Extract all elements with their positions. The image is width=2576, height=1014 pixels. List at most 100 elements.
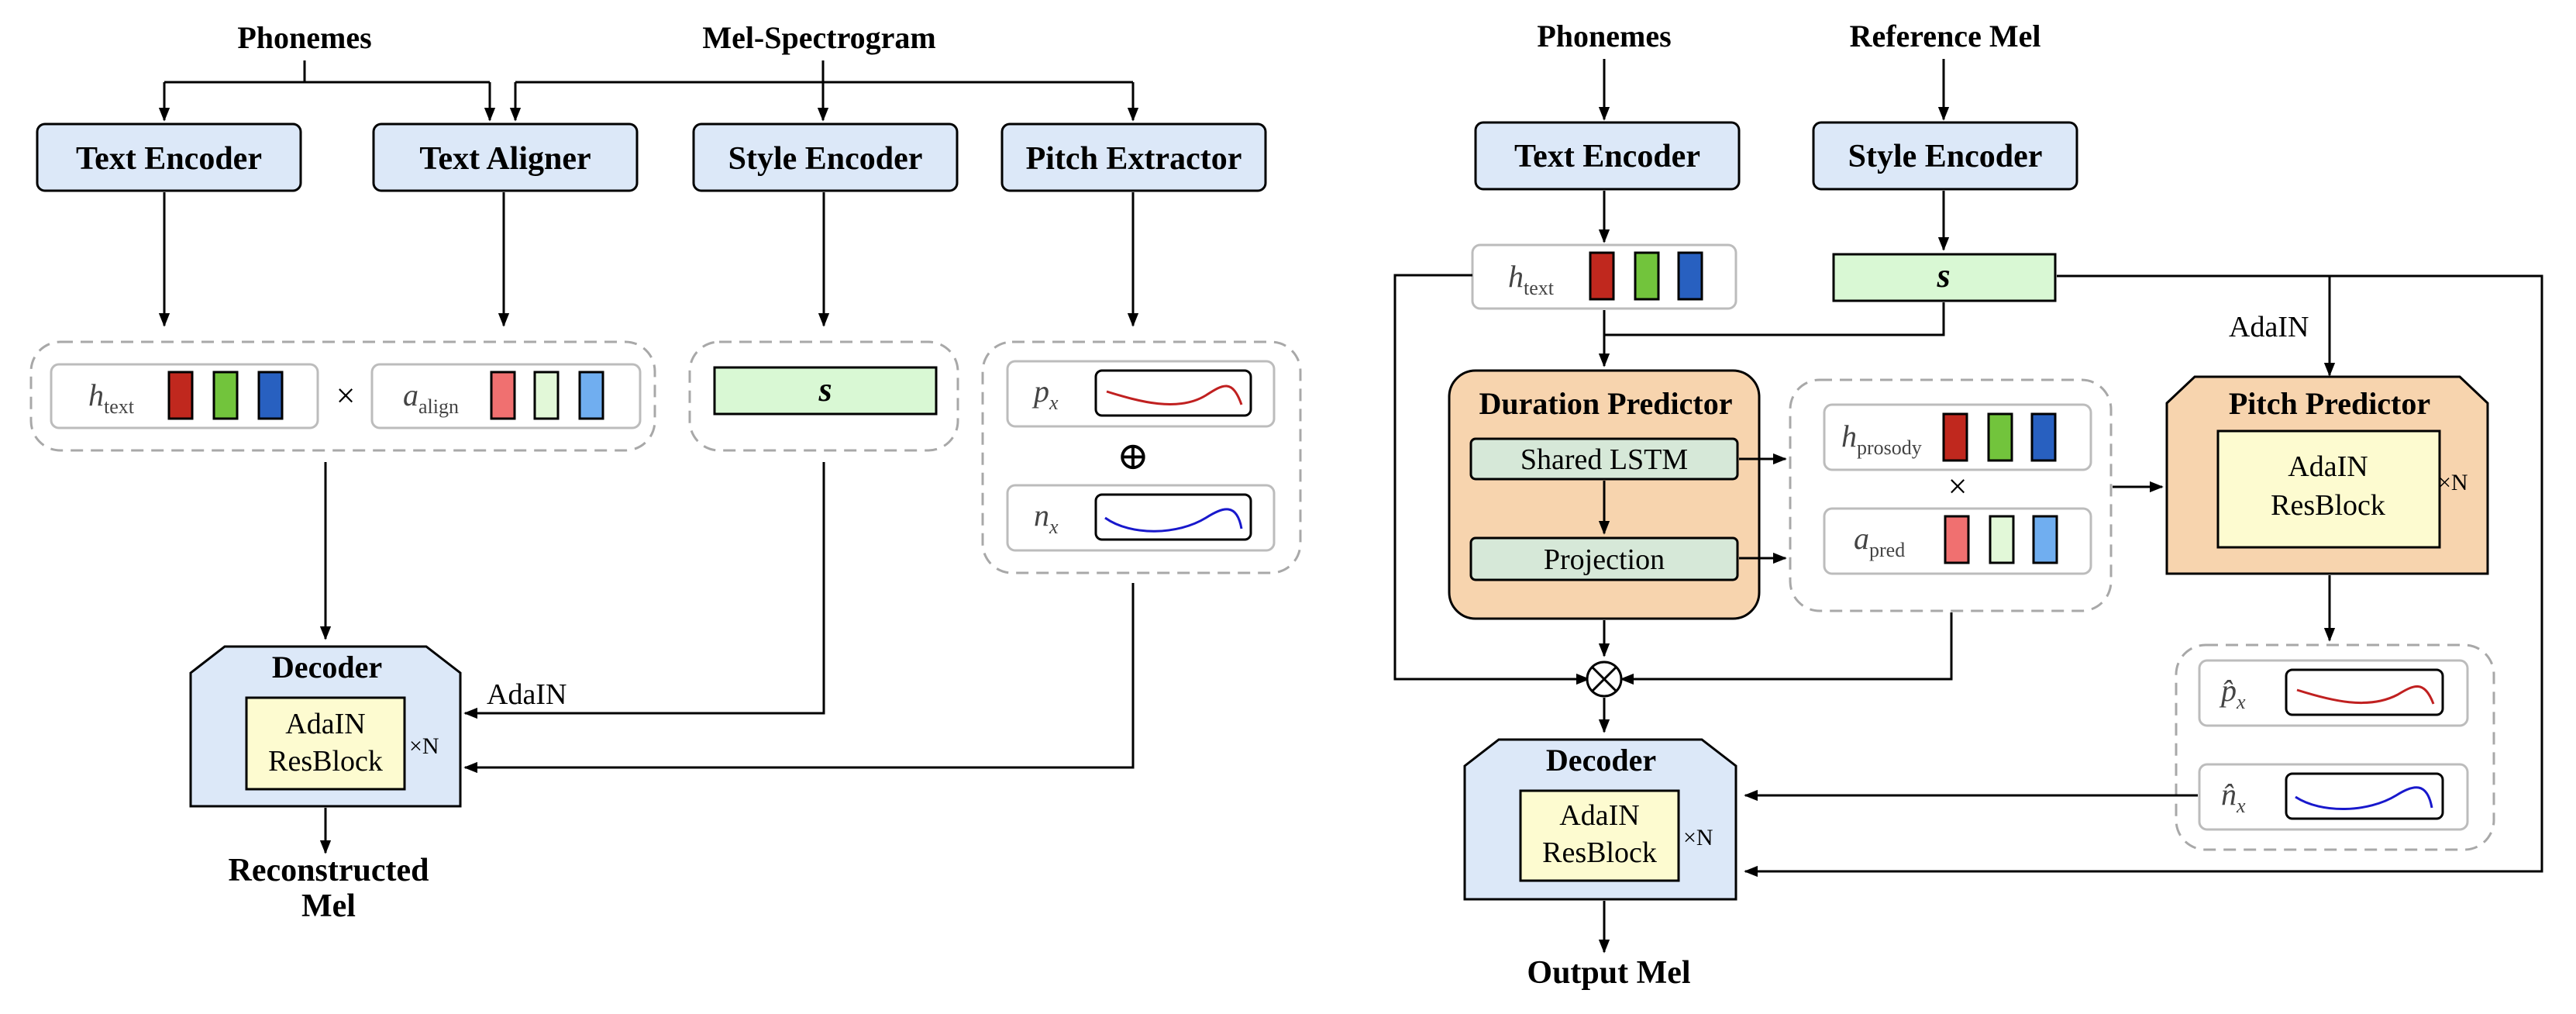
right-input-connectors: [1598, 59, 1950, 121]
left-h-text-token-red: [167, 371, 194, 420]
right-h-prosody-symbol: h: [1841, 419, 1857, 454]
right-input-ref: Reference Mel: [1850, 19, 2041, 53]
left-energy-subscript: x: [1049, 516, 1059, 538]
left-input-connectors: [158, 60, 1139, 122]
right-energy-hat-subscript: x: [2236, 795, 2246, 817]
svg-text:px: px: [1031, 374, 1059, 414]
right-h-prosody-token-green: [1987, 412, 2013, 462]
left-energy-box: nx: [1006, 484, 1276, 552]
right-pitch-hat-symbol: p̂: [2219, 673, 2237, 708]
left-h-text-box: htext: [50, 363, 319, 429]
left-style-vector: s: [713, 366, 938, 416]
right-style-text-connectors: [1393, 274, 2543, 878]
left-pitch-extractor: Pitch Extractor: [1000, 122, 1267, 192]
left-style-group: [688, 340, 959, 452]
right-projection: Projection: [1469, 536, 1739, 581]
right-a-pred-symbol: a: [1854, 521, 1869, 556]
right-shared-lstm: Shared LSTM: [1469, 437, 1739, 481]
right-energy-hat-curve: [2295, 786, 2433, 810]
right-decoder-label: Decoder: [1546, 743, 1656, 778]
left-h-text-token-green: [212, 371, 239, 420]
svg-text:apred: apred: [1854, 521, 1905, 561]
right-style-vector-label: s: [1936, 257, 1950, 295]
left-prosody-group: [981, 340, 1302, 574]
right-encoder-output-arrows: [1598, 191, 1950, 251]
left-a-align-token-red: [490, 371, 516, 420]
svg-text:n̂x: n̂x: [2221, 777, 2246, 817]
left-energy-curve: [1104, 508, 1243, 533]
right-shared-lstm-label: Shared LSTM: [1520, 443, 1688, 476]
left-text-aligner-label: Text Aligner: [419, 141, 591, 177]
svg-text:aalign: aalign: [403, 378, 459, 418]
left-output-line2: Mel: [301, 888, 356, 924]
right-pitch-hat-subscript: x: [2236, 691, 2246, 713]
right-duration-connectors: [1598, 453, 2164, 733]
right-adain-label: AdaIN: [2229, 311, 2309, 343]
right-h-text-symbol: h: [1508, 259, 1524, 294]
left-decoder-block-line2: ResBlock: [268, 745, 383, 778]
right-projection-label: Projection: [1544, 543, 1665, 576]
right-a-pred-token-green: [1989, 515, 2015, 564]
left-pitch-extractor-label: Pitch Extractor: [1026, 141, 1242, 177]
left-text-encoder-label: Text Encoder: [76, 141, 262, 177]
left-h-text-symbol: h: [88, 378, 104, 412]
right-decoder-block-line1: AdaIN: [1559, 799, 1639, 832]
right-pitch-repeat: ×N: [2438, 470, 2468, 495]
left-style-encoder-label: Style Encoder: [728, 141, 923, 177]
left-decoder-label: Decoder: [272, 650, 382, 685]
left-pitch-symbol: p: [1031, 374, 1049, 409]
right-decoder-repeat: ×N: [1683, 825, 1713, 850]
left-energy-symbol: n: [1034, 498, 1049, 533]
left-h-text-subscript: text: [104, 395, 135, 418]
left-oplus-symbol: ⊕: [1117, 434, 1149, 478]
left-a-align-subscript: align: [418, 395, 459, 418]
svg-text:hprosody: hprosody: [1841, 419, 1922, 459]
left-a-align-token-green: [533, 371, 560, 420]
right-a-pred-token-blue: [2032, 515, 2058, 564]
right-h-prosody-token-blue: [2030, 412, 2057, 462]
left-input-phonemes: Phonemes: [237, 20, 371, 55]
left-adain-label: AdaIN: [487, 678, 567, 711]
right-decoder-block-line2: ResBlock: [1542, 836, 1657, 869]
right-otimes-node: [1586, 660, 1623, 698]
right-times-symbol: ×: [1948, 467, 1968, 505]
left-style-encoder: Style Encoder: [692, 122, 959, 192]
right-style-vector: s: [1832, 253, 2057, 302]
left-panel-training: Phonemes Mel-Spectrogram Text Encoder Te…: [29, 20, 1302, 924]
right-output: Output Mel: [1527, 955, 1690, 991]
right-h-text-box: htext: [1471, 243, 1737, 310]
right-pitch-hat-curve: [2296, 685, 2435, 705]
right-a-pred-subscript: pred: [1869, 539, 1905, 561]
svg-text:htext: htext: [88, 378, 135, 418]
right-h-text-token-blue: [1677, 251, 1703, 301]
right-text-encoder: Text Encoder: [1474, 121, 1741, 191]
right-pitch-predictor: Pitch Predictor AdaIN ResBlock ×N: [2165, 375, 2489, 575]
right-duration-predictor-label: Duration Predictor: [1479, 386, 1733, 421]
right-h-text-token-red: [1589, 251, 1615, 301]
left-text-encoder: Text Encoder: [36, 122, 302, 192]
right-duration-predictor: Duration Predictor Shared LSTM Projectio…: [1448, 369, 1761, 620]
right-h-prosody-token-red: [1942, 412, 1968, 462]
left-decoder-repeat: ×N: [409, 733, 439, 759]
right-energy-hat-symbol: n̂: [2221, 777, 2237, 812]
left-h-text-token-blue: [257, 371, 284, 420]
right-pitch-predictor-label: Pitch Predictor: [2229, 386, 2430, 421]
left-decoder: Decoder AdaIN ResBlock ×N: [189, 645, 462, 808]
right-h-prosody-box: hprosody: [1823, 403, 2092, 471]
right-h-text-token-green: [1634, 251, 1660, 301]
svg-text:htext: htext: [1508, 259, 1555, 299]
left-alignment-group: [29, 340, 656, 452]
right-style-encoder: Style Encoder: [1812, 121, 2078, 191]
left-input-mel: Mel-Spectrogram: [702, 20, 935, 55]
right-style-encoder-label: Style Encoder: [1848, 139, 2043, 174]
right-a-pred-token-red: [1944, 515, 1970, 564]
left-style-vector-label: s: [818, 371, 832, 409]
left-text-aligner: Text Aligner: [372, 122, 639, 192]
left-output-line1: Reconstructed: [229, 853, 429, 888]
right-text-encoder-label: Text Encoder: [1514, 139, 1700, 174]
right-panel-inference: Phonemes Reference Mel Text Encoder Styl…: [1393, 19, 2543, 991]
left-pitch-box: px: [1006, 360, 1276, 428]
right-predicted-prosody-group: [2175, 643, 2495, 851]
left-decoder-connectors: [319, 462, 1135, 854]
